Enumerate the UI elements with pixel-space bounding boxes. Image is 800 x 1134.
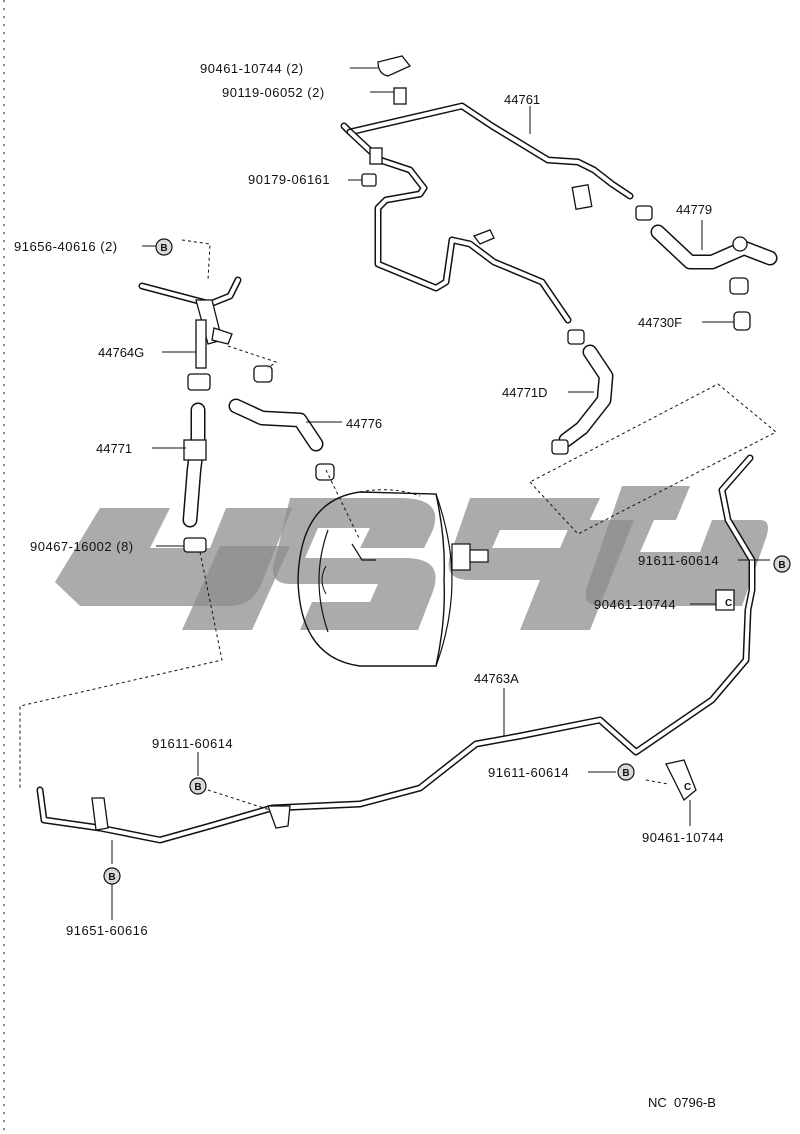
svg-text:B: B bbox=[108, 872, 115, 883]
label-91651-60616: 91651-60616 bbox=[66, 923, 148, 938]
badge-b-91656: B bbox=[155, 238, 173, 256]
svg-text:B: B bbox=[778, 560, 785, 571]
drawing-code: NC 0796-B bbox=[648, 1095, 716, 1110]
pipe-44761 bbox=[340, 102, 634, 324]
badge-b-91611-lower: B bbox=[617, 763, 635, 781]
badge-b-91651: B bbox=[103, 867, 121, 885]
label-90179-06161: 90179-06161 bbox=[248, 172, 330, 187]
label-44763A: 44763A bbox=[474, 671, 519, 686]
label-44771: 44771 bbox=[96, 441, 132, 456]
clip-c-label-upper: C bbox=[725, 598, 732, 609]
label-90119-06052-2: 90119-06052 (2) bbox=[222, 85, 325, 100]
label-44730F: 44730F bbox=[638, 315, 682, 330]
leader-lines bbox=[111, 67, 770, 920]
label-44771D: 44771D bbox=[502, 385, 548, 400]
label-91611-60614-lower: 91611-60614 bbox=[488, 765, 569, 780]
svg-text:B: B bbox=[160, 243, 167, 254]
label-44764G: 44764G bbox=[98, 345, 144, 360]
label-90461-10744-lower: 90461-10744 bbox=[642, 830, 724, 845]
label-44776: 44776 bbox=[346, 416, 382, 431]
label-91611-60614-left: 91611-60614 bbox=[152, 736, 233, 751]
svg-text:B: B bbox=[194, 782, 201, 793]
label-90461-10744-2: 90461-10744 (2) bbox=[200, 61, 304, 76]
clip-c-label-lower: C bbox=[684, 782, 691, 793]
guide-lines bbox=[19, 239, 777, 811]
label-44779: 44779 bbox=[676, 202, 712, 217]
upper-fasteners bbox=[361, 55, 412, 187]
label-90467-16002-8: 90467-16002 (8) bbox=[30, 539, 134, 554]
svg-text:B: B bbox=[622, 768, 629, 779]
badge-b-91611-right: B bbox=[773, 555, 791, 573]
hose-44771 bbox=[182, 402, 207, 553]
left-bracket-assembly bbox=[138, 276, 273, 391]
brake-booster bbox=[297, 489, 489, 667]
hose-44779 bbox=[635, 205, 778, 331]
label-91611-60614-right: 91611-60614 bbox=[638, 553, 719, 568]
label-44761: 44761 bbox=[504, 92, 540, 107]
hose-44776 bbox=[228, 398, 335, 481]
watermark-logo bbox=[55, 486, 768, 630]
label-90461-10744-upper: 90461-10744 bbox=[594, 597, 676, 612]
badge-b-91611-left: B bbox=[189, 777, 207, 795]
hose-44771D bbox=[551, 329, 614, 455]
label-91656-40616-2: 91656-40616 (2) bbox=[14, 239, 118, 254]
pipe-44763A bbox=[36, 454, 756, 844]
